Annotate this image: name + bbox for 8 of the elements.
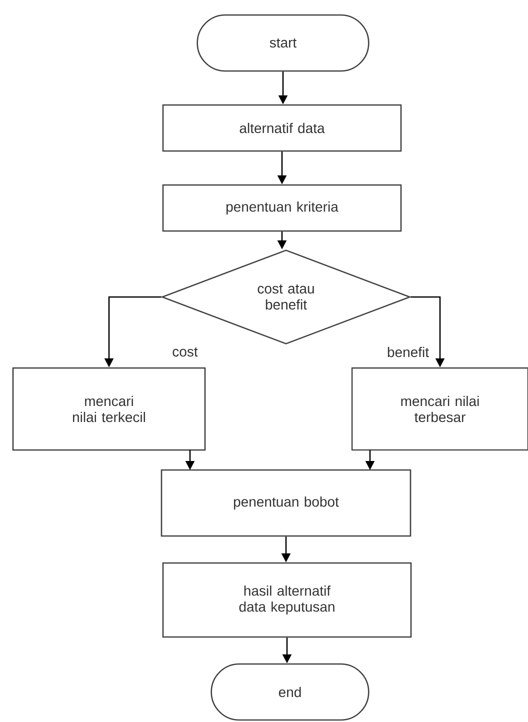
process-box: penentuan kriteria [162,184,402,232]
process-box: mencari nilai terkecil [12,367,206,451]
process-box: alternatif data [162,104,402,152]
process-box: penentuan bobot [160,469,412,537]
edge-label: benefit [386,346,430,358]
process-box: mencari nilai terbesar [351,367,528,451]
process-box: hasil alternatif data keputusan [162,562,412,638]
edge-label: cost [171,346,199,358]
